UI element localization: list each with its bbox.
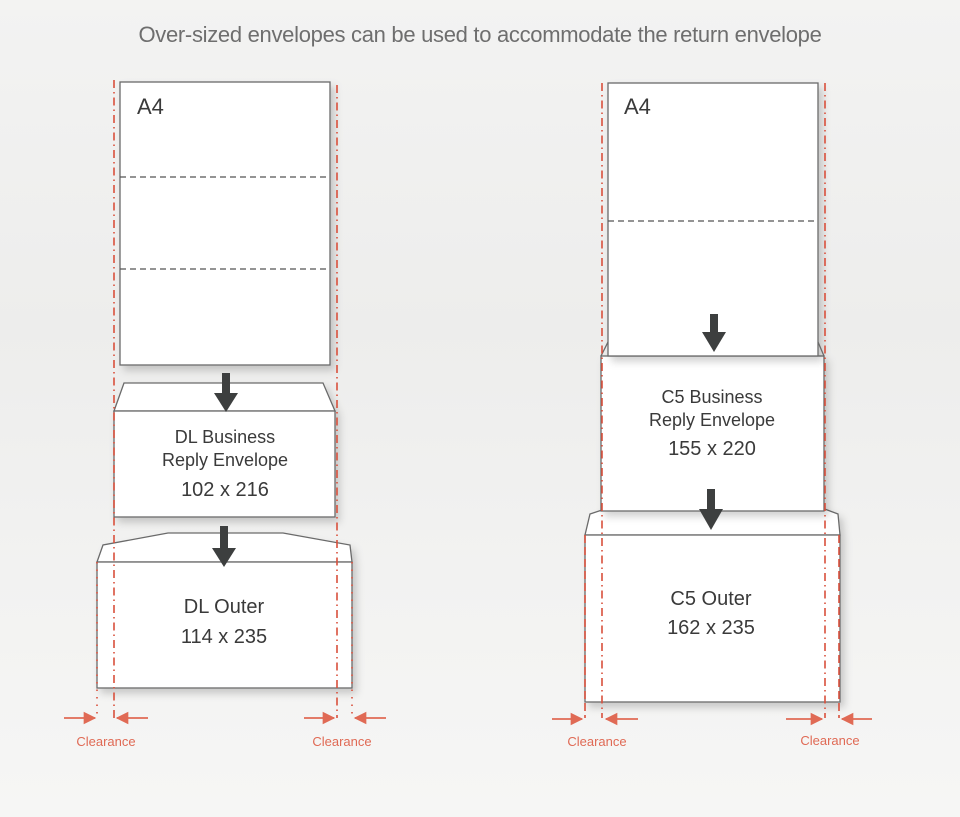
clearance-label: Clearance: [312, 734, 371, 749]
clearance-guide-lines: [96, 80, 353, 718]
outer-envelope-size: 114 x 235: [181, 626, 267, 648]
reply-envelope-name-2: Reply Envelope: [162, 450, 288, 470]
right-panel: A4 C5 Business Reply Envelope 155 x 220 …: [552, 82, 872, 749]
clearance-guide-lines: [584, 83, 840, 718]
down-arrow-icon: [212, 526, 236, 567]
a4-sheet-right: [607, 82, 819, 357]
clearance-label: Clearance: [800, 733, 859, 748]
outer-envelope-size: 162 x 235: [667, 617, 755, 639]
down-arrow-icon: [214, 373, 238, 412]
a4-sheet-left: [119, 81, 331, 366]
down-arrow-icon: [702, 314, 726, 352]
diagram-title: Over-sized envelopes can be used to acco…: [138, 22, 822, 47]
reply-envelope-name-2: Reply Envelope: [649, 410, 775, 430]
a4-label: A4: [624, 94, 651, 119]
down-arrow-icon: [699, 489, 723, 530]
reply-envelope-size: 155 x 220: [668, 438, 756, 460]
a4-label: A4: [137, 94, 164, 119]
reply-envelope-name: DL Business: [175, 427, 275, 447]
outer-envelope-name: C5 Outer: [670, 588, 751, 610]
clearance-label: Clearance: [567, 734, 626, 749]
left-panel: A4 DL Business Reply Envelope 102 x 216 …: [64, 80, 386, 749]
reply-envelope-size: 102 x 216: [181, 479, 269, 501]
c5-outer-envelope: [584, 507, 841, 703]
clearance-label: Clearance: [76, 734, 135, 749]
outer-envelope-name: DL Outer: [184, 596, 265, 618]
c5-reply-envelope: [600, 355, 825, 512]
reply-envelope-name: C5 Business: [661, 387, 762, 407]
